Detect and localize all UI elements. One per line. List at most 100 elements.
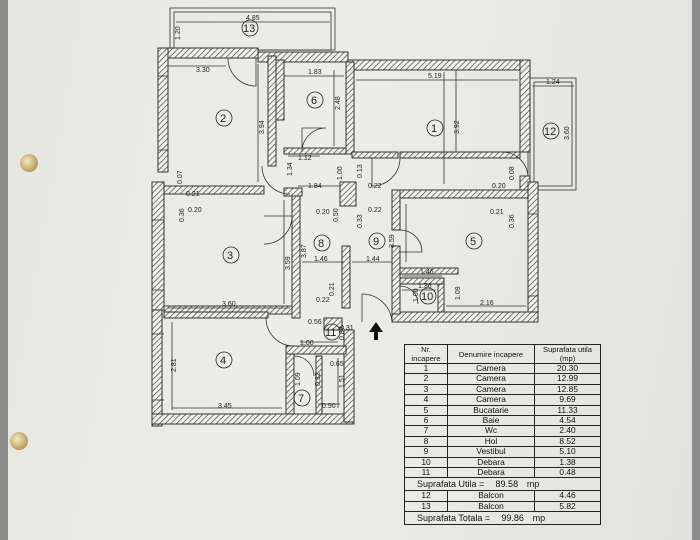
svg-text:3.30: 3.30 — [196, 67, 210, 74]
header-area: Suprafata utila (mp) — [534, 344, 601, 364]
cell-name: Debara — [447, 456, 535, 469]
cell-nr: 4 — [404, 394, 448, 406]
svg-text:1.00: 1.00 — [337, 166, 344, 180]
header-nr: Nr. incapere — [404, 344, 448, 364]
svg-text:0.87: 0.87 — [339, 326, 346, 340]
grand-total-unit: mp — [532, 513, 546, 524]
cell-nr: 9 — [404, 446, 448, 458]
cell-name: Vestibul — [447, 446, 535, 458]
cell-nr: 12 — [404, 490, 448, 502]
room-label-8: 8 — [318, 238, 324, 250]
grand-total-label: Suprafata Totala = — [417, 513, 491, 524]
svg-text:0.65: 0.65 — [330, 361, 344, 368]
svg-text:1.00: 1.00 — [300, 340, 314, 347]
svg-text:0.21: 0.21 — [490, 209, 504, 216]
cell-area: 8.52 — [534, 435, 601, 448]
room-label-5: 5 — [470, 236, 476, 248]
room-label-13: 13 — [243, 23, 255, 35]
cell-name: Hol — [447, 435, 535, 448]
room-label-9: 9 — [373, 236, 379, 248]
cell-name: Camera — [447, 373, 535, 385]
svg-text:0.33: 0.33 — [357, 214, 364, 228]
svg-text:1.46: 1.46 — [314, 256, 328, 263]
cell-area: 11.33 — [534, 404, 601, 417]
svg-text:0.36: 0.36 — [509, 214, 516, 228]
cell-nr: 7 — [404, 425, 448, 437]
cell-name: Camera — [447, 383, 535, 396]
svg-text:1.24: 1.24 — [546, 79, 560, 86]
svg-text:3.60: 3.60 — [222, 301, 236, 308]
cell-area: 9.69 — [534, 394, 601, 406]
cell-nr: 11 — [404, 467, 448, 479]
cell-name: Camera — [447, 362, 535, 375]
cell-area: 0.48 — [534, 467, 601, 479]
door-swings — [227, 57, 529, 377]
cell-nr: 1 — [404, 362, 448, 375]
cell-area: 12.99 — [534, 373, 601, 385]
svg-text:2.48: 2.48 — [335, 96, 342, 110]
dimension-lines — [168, 21, 574, 410]
cell-nr: 8 — [404, 435, 448, 448]
svg-text:0.20: 0.20 — [492, 183, 506, 190]
svg-text:0.22: 0.22 — [368, 183, 382, 190]
room-label-7: 7 — [298, 393, 304, 405]
entrance-arrow-icon — [369, 322, 383, 340]
useful-total-value: 89.58 — [495, 479, 519, 490]
outer-walls — [151, 47, 539, 427]
cell-name: Debara — [447, 467, 535, 479]
svg-text:0.90: 0.90 — [322, 403, 336, 410]
svg-text:1.44: 1.44 — [366, 256, 380, 263]
cell-nr: 2 — [404, 373, 448, 385]
svg-text:0.56: 0.56 — [308, 319, 322, 326]
svg-text:0.31: 0.31 — [340, 325, 354, 332]
svg-text:0.21: 0.21 — [186, 191, 200, 198]
svg-text:5.19: 5.19 — [428, 73, 442, 80]
room-label-1: 1 — [431, 123, 437, 135]
cell-nr: 5 — [404, 404, 448, 417]
svg-text:0.13: 0.13 — [357, 164, 364, 178]
svg-text:1.51: 1.51 — [339, 374, 346, 388]
room-label-11: 11 — [325, 327, 336, 339]
svg-text:0.22: 0.22 — [368, 207, 382, 214]
cell-area: 20.30 — [534, 362, 601, 375]
svg-text:0.50: 0.50 — [333, 208, 340, 222]
svg-text:1.09: 1.09 — [455, 286, 462, 300]
area-table: Nr. incapere Denumire incapere Suprafata… — [404, 344, 601, 526]
cell-area: 4.54 — [534, 415, 601, 427]
svg-text:1.46: 1.46 — [420, 269, 434, 276]
svg-text:2.16: 2.16 — [480, 300, 494, 307]
svg-text:1.12: 1.12 — [298, 155, 312, 162]
svg-text:0.36: 0.36 — [179, 208, 186, 222]
room-label-3: 3 — [227, 250, 233, 262]
cell-area: 12.85 — [534, 383, 601, 396]
cell-nr: 13 — [404, 500, 448, 513]
cell-nr: 10 — [404, 456, 448, 469]
svg-text:1.34: 1.34 — [287, 162, 294, 176]
cell-name: Camera — [447, 394, 535, 406]
windows — [152, 70, 538, 401]
svg-text:1.09: 1.09 — [295, 372, 302, 386]
room-labels: 2 6 1 12 13 3 8 9 5 10 11 4 7 — [215, 19, 560, 407]
svg-text:1.20: 1.20 — [175, 26, 182, 40]
svg-text:1.84: 1.84 — [308, 183, 322, 190]
interior-walls — [163, 55, 529, 415]
svg-text:0.32: 0.32 — [315, 372, 322, 386]
grand-total-row: Suprafata Totala = 99.86 mp — [404, 511, 601, 526]
svg-text:4.85: 4.85 — [246, 15, 260, 22]
punch-hole-bottom — [10, 432, 28, 450]
svg-text:0.21: 0.21 — [329, 282, 336, 296]
cell-area: 5.10 — [534, 446, 601, 458]
cell-area: 4.46 — [534, 490, 601, 502]
svg-text:3.59: 3.59 — [389, 234, 396, 248]
svg-text:3.59: 3.59 — [285, 256, 292, 270]
grand-total-value: 99.86 — [501, 513, 524, 524]
